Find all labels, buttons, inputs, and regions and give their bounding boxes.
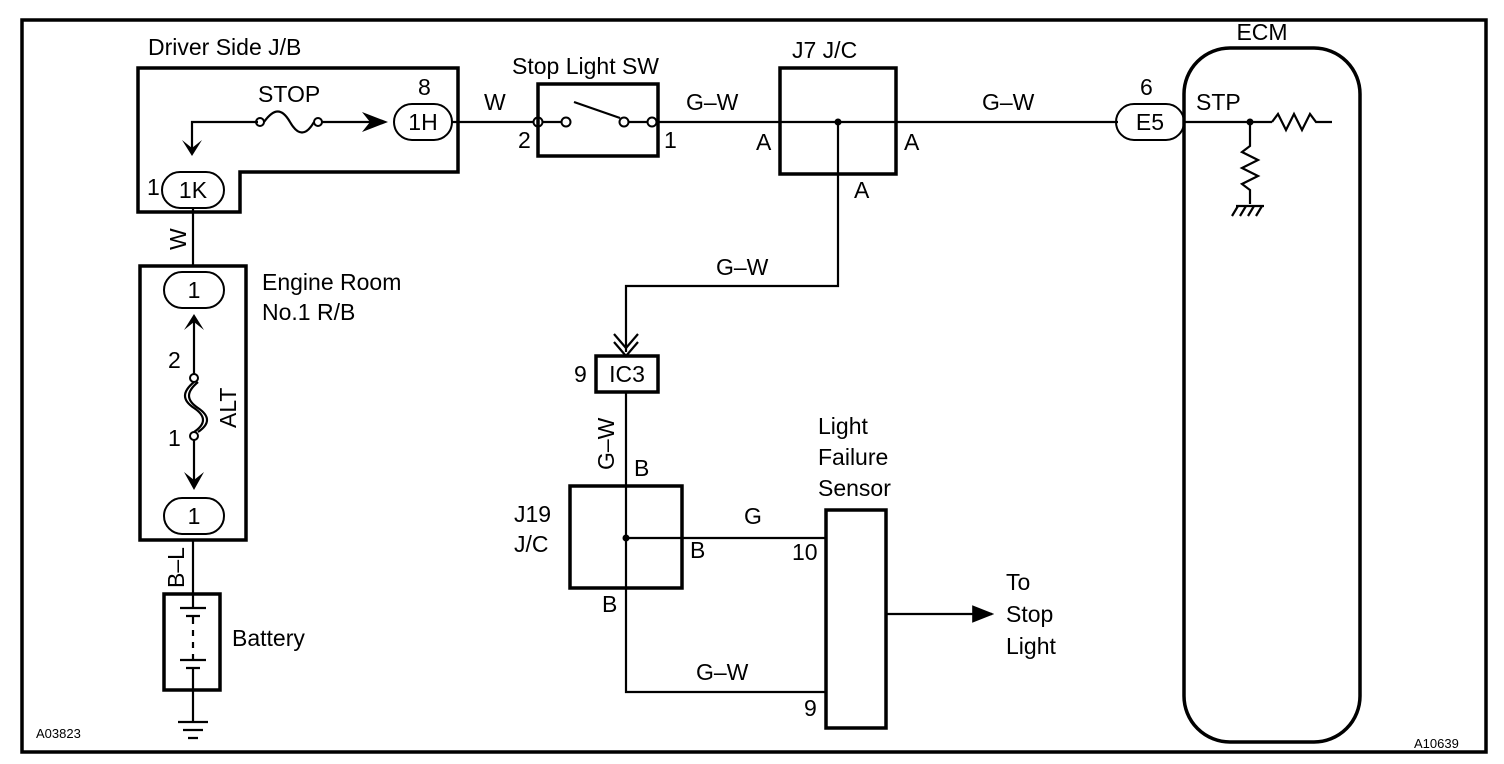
switch-pin-2: 2: [518, 127, 531, 153]
j19-pin-b-top: B: [634, 455, 649, 481]
connector-1k-label: 1K: [179, 177, 208, 203]
alt-fuse-label: ALT: [215, 388, 241, 428]
to-stop-light-line1: To: [1006, 569, 1030, 595]
stp-terminal-label: STP: [1196, 89, 1241, 115]
ecm-pin-6: 6: [1140, 74, 1153, 100]
ground-icon: [1231, 204, 1264, 217]
alt-pin-1: 1: [168, 425, 181, 451]
j7-splice-point: [834, 118, 842, 126]
wire-label-g-w: G–W: [686, 89, 739, 115]
lfs-label-line2: Failure: [818, 444, 888, 470]
to-stop-light-line3: Light: [1006, 633, 1056, 659]
switch-pin-1: 1: [664, 127, 677, 153]
j19-pin-b-right: B: [690, 537, 705, 563]
ic3-pin-9: 9: [574, 361, 587, 387]
ecm-label: ECM: [1236, 19, 1287, 45]
lfs-pin-10: 10: [792, 539, 818, 565]
j7-label: J7 J/C: [792, 37, 857, 63]
ecm-box: [1182, 46, 1362, 744]
switch-contact: [618, 116, 630, 128]
j7-pin-a-bottom: A: [854, 177, 870, 203]
jb-pin-1: 1: [147, 174, 160, 200]
wire-label-w-vertical: W: [165, 228, 191, 250]
stop-fuse-label: STOP: [258, 81, 320, 107]
wire-label-w: W: [484, 89, 506, 115]
wire-label-b-l-vertical: B–L: [163, 547, 189, 588]
stop-fuse-terminal-right: [313, 117, 323, 127]
alt-fuse-terminal-top: [189, 373, 199, 383]
j19-label-line2: J/C: [514, 531, 549, 557]
stop-fuse: [263, 110, 315, 134]
rb-connector-top: [163, 271, 225, 309]
battery-label: Battery: [232, 625, 305, 651]
light-failure-sensor-box: [824, 508, 888, 730]
connector-ic3-label: IC3: [609, 361, 645, 387]
alt-fuse-terminal-bottom: [189, 431, 199, 441]
switch-contact: [560, 116, 572, 128]
j7-internal-bus: [780, 120, 896, 174]
to-stop-light-line2: Stop: [1006, 601, 1053, 627]
wire-label-g-w: G–W: [696, 659, 749, 685]
stop-light-switch-box: [536, 82, 660, 158]
lfs-label-line1: Light: [818, 413, 868, 439]
connector-e5-label: E5: [1136, 109, 1164, 135]
rb-connector-bottom: [163, 497, 225, 535]
j19-internal-bus: [624, 486, 682, 588]
stop-light-switch-label: Stop Light SW: [512, 53, 659, 79]
wire-j7-ic3: [624, 174, 840, 352]
wire-j19-lfs9: [624, 588, 826, 694]
engine-room-rb-label-line1: Engine Room: [262, 269, 401, 295]
switch-terminal: [532, 116, 544, 128]
wire-label-g-w-vertical: G–W: [593, 417, 619, 470]
female-terminal-icon: [362, 112, 388, 132]
driver-jb-box: [136, 66, 460, 214]
driver-jb-label: Driver Side J/B: [148, 34, 301, 60]
wire-label-g-w: G–W: [716, 254, 769, 280]
lfs-pin-9: 9: [804, 695, 817, 721]
jb-pin-8: 8: [418, 74, 431, 100]
resistor-icon: [1239, 122, 1261, 204]
figure-id-right: A10639: [1414, 736, 1459, 751]
wire-label-g-w: G–W: [982, 89, 1035, 115]
j19-pin-b-bottom: B: [602, 591, 617, 617]
lfs-label-line3: Sensor: [818, 475, 891, 501]
alt-fuse: [183, 381, 209, 433]
wire-label-g: G: [744, 503, 762, 529]
female-terminal-icon: [184, 472, 204, 490]
jb-internal-wire: [190, 120, 258, 150]
diagram-frame: [20, 18, 1488, 754]
ground-icon: [178, 690, 208, 740]
figure-id-left: A03823: [36, 726, 81, 741]
j7-pin-a-left: A: [756, 129, 772, 155]
rb-connector-bottom-label: 1: [188, 503, 201, 529]
j19-splice-point: [622, 534, 630, 542]
connector-1h-label: 1H: [408, 109, 437, 135]
alt-pin-2: 2: [168, 347, 181, 373]
j7-pin-a-right: A: [904, 129, 920, 155]
rb-connector-top-label: 1: [188, 277, 201, 303]
switch-terminal: [646, 116, 658, 128]
j19-label-line1: J19: [514, 501, 551, 527]
switch-lever: [573, 100, 621, 120]
resistor-icon: [1271, 111, 1332, 133]
engine-room-rb-label-line2: No.1 R/B: [262, 299, 355, 325]
female-terminal-icon: [182, 140, 202, 156]
